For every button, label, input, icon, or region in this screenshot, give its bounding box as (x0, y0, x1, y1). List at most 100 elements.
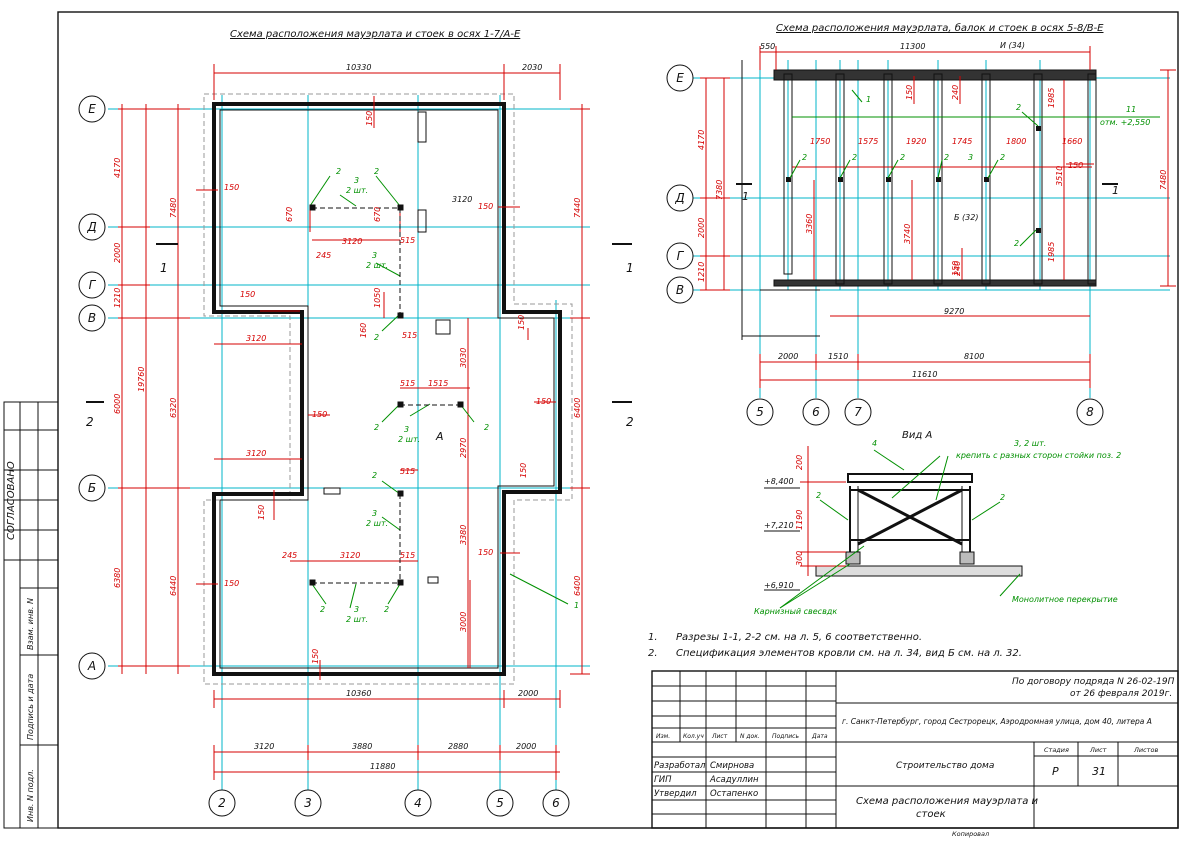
r-item-2d: 2 (944, 153, 949, 162)
w150-right2: 150 (536, 397, 551, 406)
right-plan: Схема расположения мауэрлата, балок и ст… (666, 22, 1176, 426)
dim-left-total: 19760 (137, 367, 146, 392)
r-item-2c: 2 (900, 153, 905, 162)
tb-format: Копировал (952, 830, 989, 838)
dim-515e: 515 (400, 551, 415, 560)
tb-sheets-h: Листов (1133, 746, 1158, 754)
r-item-2b: 2 (852, 153, 857, 162)
lbl-2-h: 2 (384, 605, 389, 614)
note-2-num: 2. (648, 648, 658, 659)
dim-11300: 11300 (900, 42, 925, 51)
dim-right-2: 6400 (573, 398, 582, 418)
r-item-2e: 2 (1000, 153, 1005, 162)
left-plan: Схема расположения мауэрлата и стоек в о… (78, 29, 634, 817)
r-item-2g: 2 (1014, 239, 1019, 248)
tb-drawing-2: стоек (916, 809, 946, 820)
axis-left-6: 6 (552, 796, 560, 810)
lbl-2-b: 2 (374, 167, 379, 176)
axis-right-V: В (676, 283, 684, 297)
lbl-3-a: 3 (354, 176, 359, 185)
tb-drawing-1: Схема расположения мауэрлата и (856, 796, 1039, 807)
dim-1515: 1515 (428, 379, 448, 388)
tb-contract-1: По договору подряда N 26-02-19П (1012, 677, 1175, 687)
tb-h-ndoc: N док. (740, 733, 760, 740)
dim-r-150c: 150 (951, 261, 960, 276)
dim-top-ext: 2030 (522, 63, 542, 72)
elev-2550: отм. +2,550 (1100, 118, 1150, 127)
w150-left2: 150 (224, 579, 239, 588)
tb-name-2: Асадуллин (709, 775, 759, 785)
dim-515a: 515 (400, 236, 415, 245)
title-block: По договору подряда N 26-02-19П от 26 фе… (651, 670, 1179, 838)
dim-left-h3: 6440 (169, 576, 178, 596)
lbl-2-f: 2 (372, 471, 377, 480)
view-a-title: Вид А (902, 430, 932, 441)
axis-right-D: Д (674, 191, 684, 205)
dim-top-main: 10330 (346, 63, 371, 72)
tb-h-date: Дата (811, 733, 828, 740)
va-2b: 2 (1000, 493, 1005, 502)
dim-2970: 2970 (459, 438, 468, 458)
lbl-3-b: 3 (372, 251, 377, 260)
va-1190: 1190 (795, 510, 804, 530)
va-note-fix: крепить с разных сторон стойки поз. 2 (956, 451, 1121, 460)
axis-left-B: Б (88, 481, 96, 495)
w150-a: 150 (311, 649, 320, 664)
w150-v: 150 (240, 290, 255, 299)
axis-right-7: 7 (854, 405, 862, 419)
dim-b1: 3120 (254, 742, 274, 751)
left-plan-title: Схема расположения мауэрлата и стоек в о… (230, 29, 521, 40)
sec1-r-right: 1 (1112, 184, 1119, 197)
dim-3360: 3360 (805, 214, 814, 234)
va-200: 200 (795, 455, 804, 470)
dim-3510: 3510 (1055, 166, 1064, 186)
lbl-view-a: А (435, 430, 444, 443)
va-4: 4 (872, 439, 877, 448)
lbl-2sht-d: 2 шт. (366, 519, 388, 528)
note-1-num: 1. (648, 632, 658, 643)
ref-i34: И (34) (1000, 41, 1025, 50)
dim-240b: 240 (953, 261, 962, 276)
tb-sheet-h: Лист (1089, 746, 1107, 754)
dim-3380: 3380 (459, 525, 468, 545)
lbl-2-c: 2 (374, 333, 379, 342)
axis-left-3: 3 (304, 796, 312, 810)
dim-b2: 3880 (352, 742, 372, 751)
inv-orig-label: Инв. N подл. (26, 769, 35, 822)
dim-1985a: 1985 (1047, 88, 1056, 108)
dim-8100: 8100 (964, 352, 984, 361)
tb-contract-2: от 26 февраля 2019г. (1070, 689, 1172, 699)
lbl-2-a: 2 (336, 167, 341, 176)
w150-top: 150 (365, 111, 374, 126)
tb-address: г. Санкт-Петербург, город Сестрорецк, Аэ… (842, 717, 1152, 726)
tb-name-1: Смирнова (710, 761, 754, 771)
dim-9270: 9270 (944, 307, 964, 316)
tb-sheet: 31 (1092, 765, 1106, 778)
lbl-2-g: 2 (320, 605, 325, 614)
dim-1745: 1745 (952, 137, 972, 146)
dim-515b: 515 (402, 331, 417, 340)
axis-left-A: А (87, 659, 96, 673)
dim-240a: 240 (951, 85, 960, 100)
dim-r-1210: 1210 (697, 262, 706, 282)
dim-1575: 1575 (858, 137, 878, 146)
dim-3740: 3740 (903, 224, 912, 244)
lbl-1-wall: 1 (574, 601, 579, 610)
dim-right-3: 6400 (573, 576, 582, 596)
section-1-left: 1 (160, 261, 168, 275)
tb-h-kol: Кол.уч (683, 733, 704, 740)
tb-h-izm: Изм. (656, 733, 670, 740)
r-item-3: 3 (968, 153, 973, 162)
axis-left-4: 4 (414, 796, 422, 810)
tb-role-3: Утвердил (654, 789, 697, 799)
dim-1800: 1800 (1006, 137, 1026, 146)
tb-stage-h: Стадия (1044, 746, 1069, 754)
r-item-2f: 2 (1016, 103, 1021, 112)
dim-3120a: 3120 (452, 195, 472, 204)
lbl-2sht-c: 2 шт. (398, 435, 420, 444)
dim-1750: 1750 (810, 137, 830, 146)
dim-left-h2: 6320 (169, 398, 178, 418)
agreed-label: СОГЛАСОВАНО (6, 461, 17, 540)
dim-left-1: 4170 (113, 158, 122, 178)
